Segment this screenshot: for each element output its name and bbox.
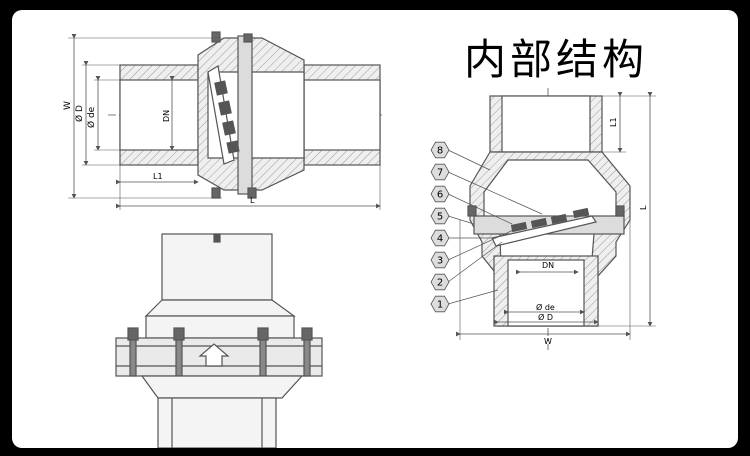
callout-hexagon [430, 229, 450, 247]
callout-hexagon [430, 273, 450, 291]
callout-number: 2 [437, 278, 443, 289]
drawing-sheet: 内部结构 [12, 10, 738, 448]
callout-number: 3 [437, 256, 443, 267]
callout-number: 6 [437, 190, 443, 201]
callout-number: 4 [437, 234, 443, 245]
dim-dn-label-right: DN [542, 261, 554, 270]
callout-markers: 8 7 6 5 4 3 2 1 [430, 141, 450, 313]
callout-number: 7 [437, 168, 443, 179]
callout-number: 5 [437, 212, 443, 223]
dim-l1-label-right: L1 [609, 117, 618, 127]
swing-disc [207, 65, 240, 165]
callout-hexagon [430, 251, 450, 269]
callout-number: 1 [437, 300, 443, 311]
dim-de-label-right: Ø de [536, 302, 555, 312]
vertical-section-view [456, 88, 656, 350]
dim-l-label-right: L [639, 205, 648, 210]
dim-w-label-right: W [544, 337, 552, 346]
callout-number: 8 [437, 146, 443, 157]
callout-leaders [447, 149, 543, 305]
front-section-view [68, 31, 382, 210]
callout-hexagon [430, 185, 450, 203]
callout-hexagon [430, 141, 450, 159]
front-view-labels: W Ø D Ø de DN L1 L [63, 101, 255, 205]
dim-de-label: Ø de [86, 106, 97, 128]
callout-hexagon [430, 295, 450, 313]
callout-hexagon [430, 163, 450, 181]
page-title: 内部结构 [464, 35, 649, 84]
dim-l-label: L [250, 196, 255, 205]
dim-dn-label: DN [162, 110, 171, 122]
dim-l1-label: L1 [153, 172, 163, 181]
exterior-view [115, 233, 323, 448]
drawing-canvas: W Ø D Ø de DN L1 L [63, 31, 656, 448]
dim-d-label-right: Ø D [538, 312, 553, 322]
dim-d-label: Ø D [74, 105, 85, 122]
vertical-view-labels: L1 L DN Ø de Ø D W [536, 117, 648, 346]
callout-hexagon [430, 207, 450, 225]
dim-w-label: W [63, 101, 73, 110]
